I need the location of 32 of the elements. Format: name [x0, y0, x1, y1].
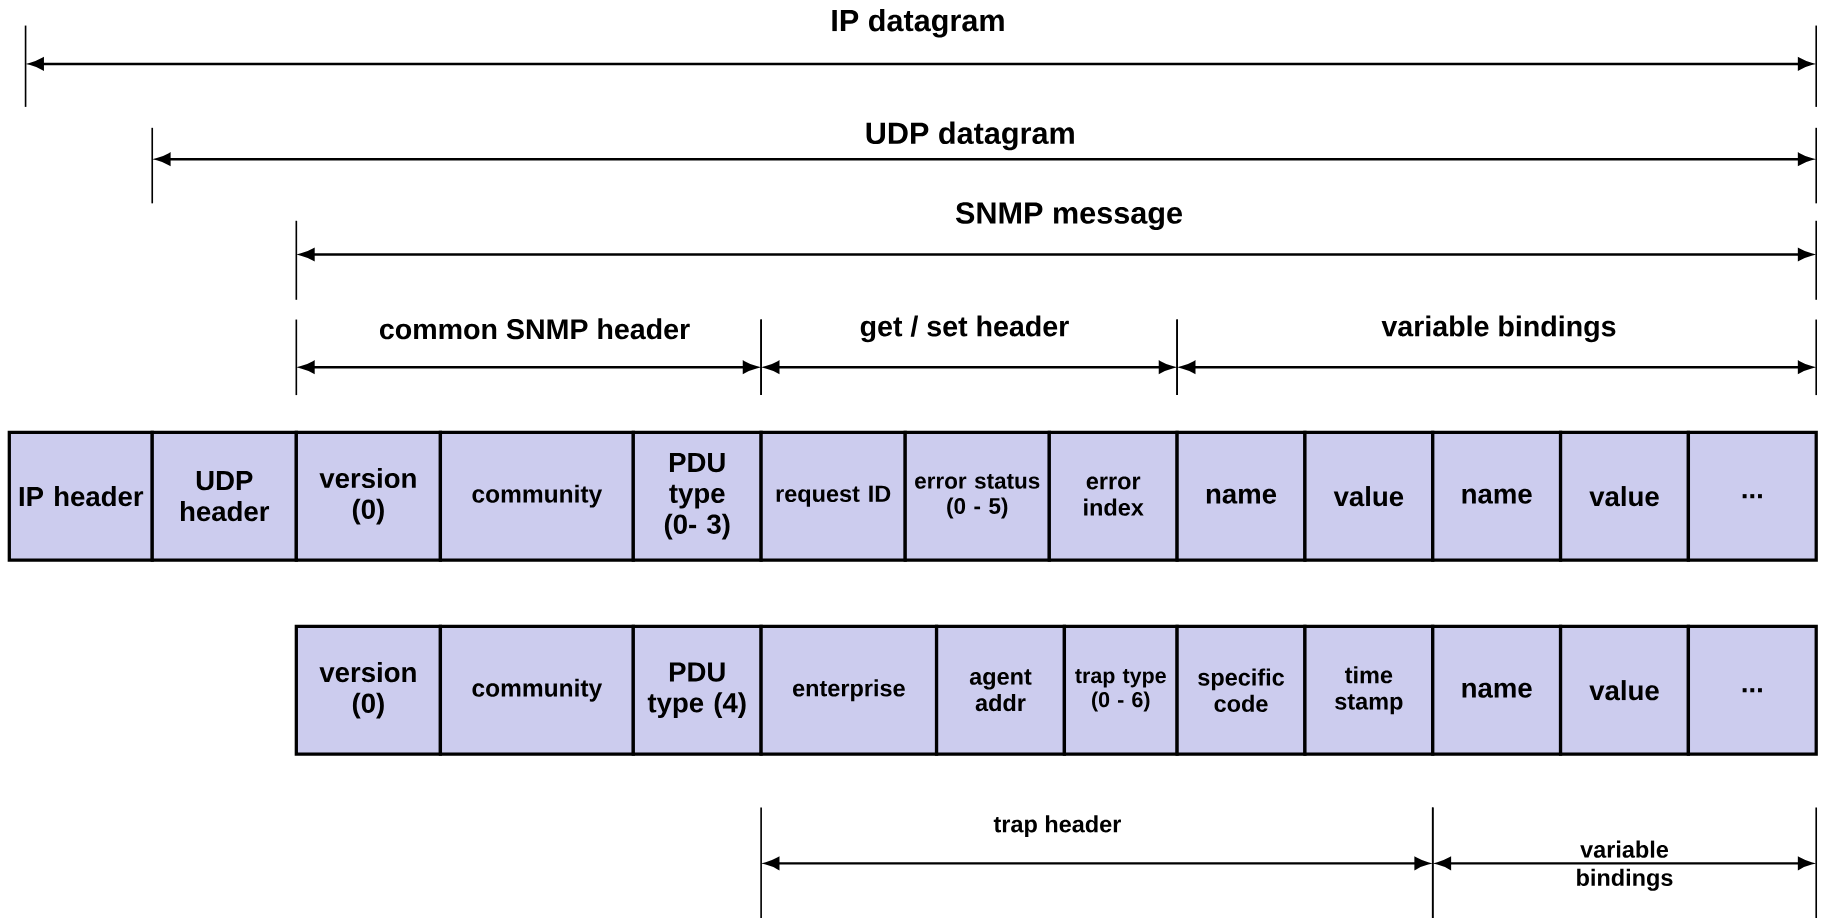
dimension-label: variable bindings — [1381, 315, 1616, 343]
field-cell: specific code — [1175, 624, 1307, 756]
field-cell: PDU type (0- 3) — [631, 430, 763, 562]
field-cell: name — [1175, 430, 1307, 562]
field-cell: community — [438, 430, 635, 562]
dimension-label: variable bindings — [1577, 840, 1673, 891]
field-cell: agent addr — [934, 624, 1067, 756]
field-cell: value — [1303, 430, 1435, 562]
field-cell: error status (0 - 5) — [903, 430, 1051, 562]
field-cell: error index — [1047, 430, 1179, 562]
field-cell: request ID — [759, 430, 907, 562]
field-cell: PDU type (4) — [631, 624, 763, 756]
field-cell: ... — [1686, 430, 1818, 562]
field-cell: UDP header — [150, 430, 298, 562]
dimension-label: IP datagram — [832, 8, 1004, 38]
dimension-label: get / set header — [860, 315, 1069, 343]
field-cell: IP header — [7, 430, 154, 562]
dimension-label: trap header — [993, 815, 1121, 838]
field-cell: enterprise — [759, 624, 939, 756]
field-cell: version (0) — [294, 624, 443, 756]
field-cell: version (0) — [294, 430, 443, 562]
dimension-label: UDP datagram — [866, 121, 1074, 151]
field-cell: value — [1558, 430, 1691, 562]
field-cell: time stamp — [1303, 624, 1435, 756]
field-cell: value — [1558, 624, 1691, 756]
dimension-label: SNMP message — [955, 202, 1182, 230]
field-cell: ... — [1686, 624, 1818, 756]
dimension-label: common SNMP header — [380, 318, 690, 340]
field-cell: trap type (0 - 6) — [1062, 624, 1179, 756]
field-cell: name — [1431, 624, 1563, 756]
field-cell: name — [1431, 430, 1563, 562]
field-cell: community — [438, 624, 635, 756]
